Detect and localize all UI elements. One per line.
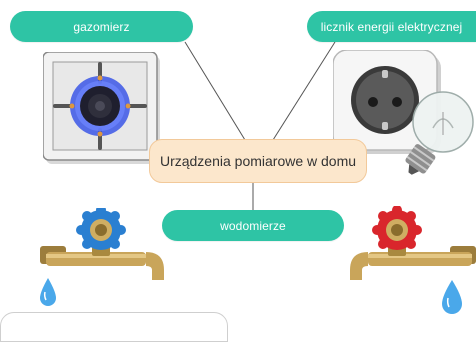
cold-water-tap-icon (40, 208, 164, 306)
branch-node-electricity-meter[interactable]: licznik energii elektrycznej (307, 11, 476, 42)
power-socket-icon (333, 50, 474, 175)
central-topic-label: Urządzenia pomiarowe w domu (159, 153, 357, 169)
mindmap-canvas: gazomierz licznik energii elektrycznej U… (0, 11, 476, 342)
branch-node-gas-meter[interactable]: gazomierz (10, 11, 193, 42)
branch-label-gas-meter: gazomierz (73, 19, 130, 34)
connector-gas (184, 41, 246, 141)
gas-stove-icon (43, 52, 160, 164)
branch-label-water-meters: wodomierze (220, 218, 286, 233)
central-topic-node[interactable]: Urządzenia pomiarowe w domu (149, 139, 367, 183)
branch-label-electricity-meter: licznik energii elektrycznej (320, 19, 463, 34)
light-bulb-icon (405, 91, 474, 175)
empty-note-box[interactable] (0, 312, 228, 342)
hot-water-tap-icon (350, 206, 476, 314)
connector-electricity (272, 41, 336, 141)
branch-node-water-meters[interactable]: wodomierze (162, 210, 344, 241)
